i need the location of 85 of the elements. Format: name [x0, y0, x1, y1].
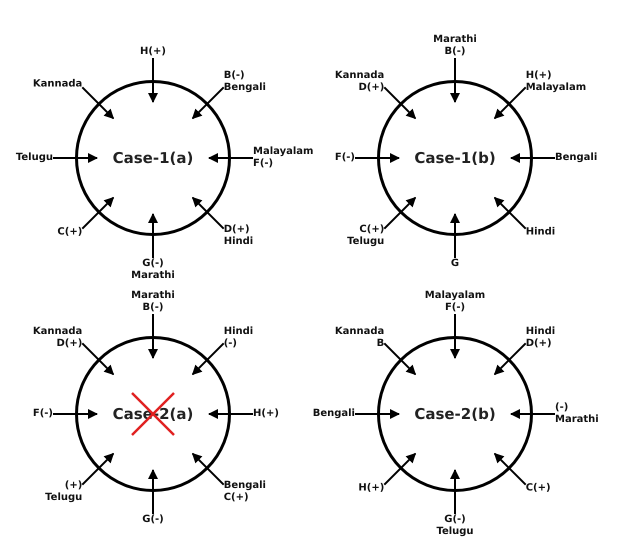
seat-label: Kannada: [32, 326, 82, 338]
arrow: [494, 342, 526, 376]
seat-label: Malayalam: [253, 146, 314, 158]
arrow: [450, 314, 460, 359]
seat-label: Malayalam: [424, 290, 486, 302]
seat-label: Marathi: [131, 290, 175, 302]
seat-label: B: [376, 338, 384, 350]
seat-label: H(+): [358, 482, 384, 494]
seat-label: Hindi: [526, 226, 556, 238]
arrow: [148, 469, 158, 514]
arrow: [192, 452, 224, 486]
arrow: [148, 213, 158, 258]
seat-label: G(-): [142, 514, 164, 526]
seat-label: C(+): [57, 226, 82, 238]
seat-label: Malayalam: [526, 82, 586, 94]
seat-label: D(+): [526, 338, 552, 350]
seat-label: G(-): [444, 514, 466, 526]
seat-label: Telugu: [347, 236, 384, 248]
case-label: Case-1(a): [112, 149, 194, 167]
seat-label: B(-): [142, 302, 164, 314]
arrow: [510, 409, 555, 419]
seat-label: (-): [224, 338, 237, 350]
arrow: [82, 342, 114, 376]
arrow: [384, 86, 416, 120]
arrow: [510, 153, 555, 163]
arrow: [384, 196, 416, 230]
seat-label: F(-): [444, 302, 466, 314]
seat-label: Kannada: [334, 326, 384, 338]
seat-label: B(-): [444, 46, 466, 58]
seat-label: (+): [64, 480, 82, 492]
case-label: Case-2(b): [414, 405, 496, 423]
seat-label: Bengali: [224, 82, 266, 94]
arrow: [450, 58, 460, 103]
seat-label: Marathi: [433, 34, 477, 46]
seat-label: Kannada: [32, 78, 82, 91]
arrow: [53, 153, 98, 163]
seat-label: C(+): [526, 482, 551, 494]
arrow: [494, 452, 526, 486]
arrow: [208, 409, 253, 419]
seat-label: Telugu: [436, 526, 474, 538]
arrow: [192, 196, 224, 230]
arrow: [355, 153, 400, 163]
seat-label: Telugu: [16, 152, 53, 164]
seat-label: D(+): [358, 82, 384, 94]
seat-label: Marathi: [555, 414, 599, 426]
case-label: Case-1(b): [414, 149, 496, 167]
arrow: [82, 196, 114, 230]
seat-label: Hindi: [224, 326, 254, 338]
seat-label: F(-): [334, 152, 355, 164]
seat-label: Hindi: [526, 326, 556, 338]
arrow: [384, 452, 416, 486]
seat-label: F(-): [253, 158, 274, 170]
seat-label: Hindi: [224, 236, 254, 248]
seat-label: G(-): [142, 258, 164, 270]
arrow: [82, 86, 114, 120]
seat-label: Kannada: [334, 70, 384, 82]
arrow: [355, 409, 400, 419]
arrow: [148, 314, 158, 359]
arrow: [450, 213, 460, 258]
seat-label: Telugu: [45, 492, 82, 504]
arrow: [192, 86, 224, 120]
seat-label: H(+): [526, 70, 552, 82]
arrow: [384, 342, 416, 376]
arrow: [208, 153, 253, 163]
seat-label: B(-): [224, 70, 245, 82]
arrow: [450, 469, 460, 514]
seat-label: C(+): [224, 492, 249, 504]
seat-label: G: [450, 258, 460, 270]
seat-label: H(+): [253, 408, 279, 420]
seat-label: H(+): [140, 46, 166, 58]
seat-label: (-): [555, 402, 568, 414]
arrow: [494, 86, 526, 120]
seat-label: F(-): [32, 408, 53, 420]
arrow: [192, 342, 224, 376]
seat-label: Marathi: [131, 270, 175, 282]
arrow: [82, 452, 114, 486]
arrow: [53, 409, 98, 419]
seat-label: Bengali: [224, 480, 266, 492]
arrow: [494, 196, 526, 230]
seat-label: D(+): [56, 338, 82, 350]
seat-label: Bengali: [555, 152, 598, 164]
seat-label: C(+): [359, 224, 384, 236]
seat-label: D(+): [224, 224, 250, 236]
seat-label: Bengali: [312, 408, 355, 420]
arrow: [148, 58, 158, 103]
